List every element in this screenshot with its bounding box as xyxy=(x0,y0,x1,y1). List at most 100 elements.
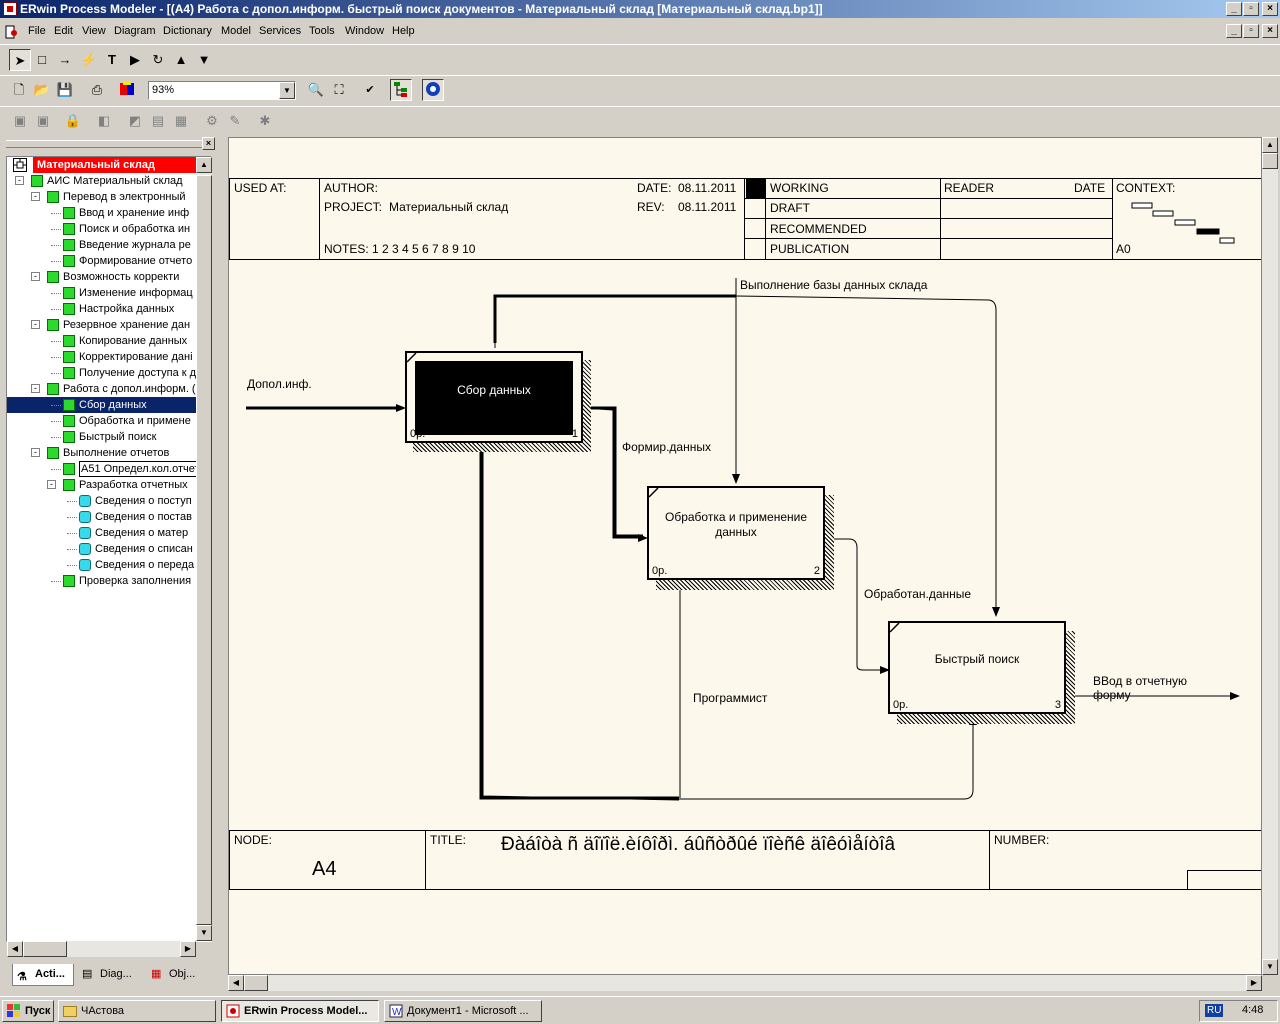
tree-item[interactable]: Корректирование дані xyxy=(7,349,211,365)
box-tool-icon[interactable]: □ xyxy=(38,52,46,67)
tree-item[interactable]: -Резервное хранение дан xyxy=(7,317,211,333)
scroll-down-icon[interactable]: ▼ xyxy=(196,925,212,941)
tree-root[interactable]: Материальный склад xyxy=(11,157,201,173)
tree-item[interactable]: Сведения о матер xyxy=(7,525,211,541)
lock-icon[interactable]: 🔒 xyxy=(64,113,82,128)
tree-item[interactable]: Обработка и примене xyxy=(7,413,211,429)
doc-restore-button[interactable]: ▫ xyxy=(1243,24,1259,38)
tree-item[interactable]: -Выполнение отчетов xyxy=(7,445,211,461)
tool-c-icon[interactable]: ◧ xyxy=(97,113,111,128)
arrow-label-output[interactable]: ВВод в отчетную форму xyxy=(1093,674,1188,702)
zoom-fit-icon[interactable]: ⛶ xyxy=(334,82,344,97)
tree-item[interactable]: A51 Определ.кол.отчетов xyxy=(7,461,211,477)
minimize-button[interactable]: _ xyxy=(1226,2,1242,16)
spellcheck-icon[interactable]: ✔ xyxy=(365,84,375,96)
panel-close-icon[interactable]: × xyxy=(202,137,215,150)
tree-item[interactable]: Копирование данных xyxy=(7,333,211,349)
menu-dictionary[interactable]: Dictionary xyxy=(163,25,212,37)
scroll-left-icon[interactable]: ◀ xyxy=(7,941,23,957)
canvas-scroll-right-icon[interactable]: ▶ xyxy=(1246,975,1262,991)
start-button[interactable]: Пуск xyxy=(2,1000,54,1022)
menu-help[interactable]: Help xyxy=(392,25,415,37)
taskbar-folder[interactable]: ЧАстова xyxy=(58,1000,216,1022)
menu-tools[interactable]: Tools xyxy=(309,25,335,37)
tree-hscroll[interactable]: ◀ ▶ xyxy=(7,941,196,957)
panel-grip[interactable] xyxy=(6,140,212,148)
zoom-select[interactable]: 93% ▼ xyxy=(148,81,296,100)
scroll-right-icon[interactable]: ▶ xyxy=(180,941,196,957)
model-explorer-icon[interactable] xyxy=(390,79,412,101)
tree-item[interactable]: Изменение информац xyxy=(7,285,211,301)
tree-item[interactable]: Формирование отчето xyxy=(7,253,211,269)
arrow-label-mechanism[interactable]: Программист xyxy=(693,691,768,705)
tool-b-icon[interactable]: ▣ xyxy=(36,113,50,128)
tree-item[interactable]: Проверка заполнения xyxy=(7,573,211,589)
up-tool-icon[interactable]: ▲ xyxy=(174,52,188,67)
tree-item[interactable]: -Возможность корректи xyxy=(7,269,211,285)
canvas-hscroll-thumb[interactable] xyxy=(244,975,268,991)
arrow-label-control[interactable]: Выполнение базы данных склада xyxy=(740,278,928,292)
collapse-icon[interactable]: - xyxy=(31,448,40,457)
menu-file[interactable]: File xyxy=(28,25,46,37)
close-button[interactable]: × xyxy=(1262,2,1278,16)
text-tool-icon[interactable]: T xyxy=(108,52,116,67)
globe-icon[interactable] xyxy=(422,79,444,101)
squiggle-tool-icon[interactable]: ⚡ xyxy=(80,52,98,67)
activity-box-1[interactable]: Сбор данных 0р. 1 xyxy=(405,351,583,443)
app-icon[interactable] xyxy=(3,2,17,16)
activity-box-2[interactable]: Обработка и применение данных 0р. 2 xyxy=(647,486,825,580)
canvas-vscroll-thumb[interactable] xyxy=(1262,153,1278,169)
menu-view[interactable]: View xyxy=(82,25,106,37)
taskbar-word[interactable]: W Документ1 - Microsoft ... xyxy=(384,1000,542,1022)
tree-scroll-thumb[interactable] xyxy=(196,175,212,925)
tree-item[interactable]: Введение журнала ре xyxy=(7,237,211,253)
tree-item[interactable]: Сведения о поступ xyxy=(7,493,211,509)
tree-item[interactable]: Сведения о переда xyxy=(7,557,211,573)
print-icon[interactable]: ⎙ xyxy=(91,82,103,97)
tree-item[interactable]: Сбор данных xyxy=(7,397,211,413)
tab-objects[interactable]: ▦ Obj... xyxy=(147,964,209,986)
canvas-hscroll[interactable]: ◀ ▶ xyxy=(228,975,1262,991)
tool-h-icon[interactable]: ✎ xyxy=(229,113,241,128)
chevron-down-icon[interactable]: ▼ xyxy=(279,82,295,99)
arrow-label-formed[interactable]: Формир.данных xyxy=(622,440,711,454)
doc-minimize-button[interactable]: _ xyxy=(1226,24,1242,38)
new-icon[interactable]: 🗋 xyxy=(13,82,25,97)
menu-edit[interactable]: Edit xyxy=(54,25,73,37)
tree-item[interactable]: Сведения о постав xyxy=(7,509,211,525)
color-icon[interactable] xyxy=(116,79,138,101)
menu-services[interactable]: Services xyxy=(259,25,302,37)
language-indicator[interactable]: RU xyxy=(1205,1004,1224,1017)
tool-g-icon[interactable]: ⚙ xyxy=(206,113,218,128)
collapse-icon[interactable]: - xyxy=(31,384,40,393)
tool-i-icon[interactable]: ✱ xyxy=(259,113,271,128)
tool-f-icon[interactable]: ▦ xyxy=(174,113,188,128)
menu-diagram[interactable]: Diagram xyxy=(114,25,156,37)
arrow-label-input[interactable]: Допол.инф. xyxy=(247,377,312,391)
scroll-up-icon[interactable]: ▲ xyxy=(196,157,212,173)
diagram-canvas[interactable]: USED AT: AUTHOR: PROJECT: Материальный с… xyxy=(228,137,1262,975)
tree-vscroll[interactable]: ▲ ▼ xyxy=(196,157,212,941)
pointer-tool-icon[interactable]: ➤ xyxy=(9,49,31,71)
tree-item[interactable]: -Разработка отчетных xyxy=(7,477,211,493)
down-tool-icon[interactable]: ▼ xyxy=(197,52,211,67)
collapse-icon[interactable]: - xyxy=(15,176,24,185)
tree-item[interactable]: Поиск и обработка ин xyxy=(7,221,211,237)
zoom-in-icon[interactable]: 🔍 xyxy=(307,82,325,97)
activity-box-3[interactable]: Быстрый поиск 0р. 3 xyxy=(888,621,1066,714)
canvas-scroll-left-icon[interactable]: ◀ xyxy=(228,975,244,991)
tree-item[interactable]: Получение доступа к д xyxy=(7,365,211,381)
canvas-scroll-up-icon[interactable]: ▲ xyxy=(1262,137,1278,153)
tab-activities[interactable]: ⚗ Acti... xyxy=(12,964,74,986)
tree-item[interactable]: -Перевод в электронный xyxy=(7,189,211,205)
tree-item[interactable]: Настройка данных xyxy=(7,301,211,317)
menu-window[interactable]: Window xyxy=(345,25,385,37)
taskbar-erwin[interactable]: ERwin Process Model... xyxy=(221,1000,379,1022)
collapse-icon[interactable]: - xyxy=(31,192,40,201)
rotate-tool-icon[interactable]: ↻ xyxy=(152,52,164,67)
tool-e-icon[interactable]: ▤ xyxy=(151,113,165,128)
collapse-icon[interactable]: - xyxy=(31,272,40,281)
arrow-label-processed[interactable]: Обработан.данные xyxy=(864,587,972,601)
tree-item[interactable]: Быстрый поиск xyxy=(7,429,211,445)
tree-item[interactable]: -АИС Материальный склад xyxy=(7,173,211,189)
